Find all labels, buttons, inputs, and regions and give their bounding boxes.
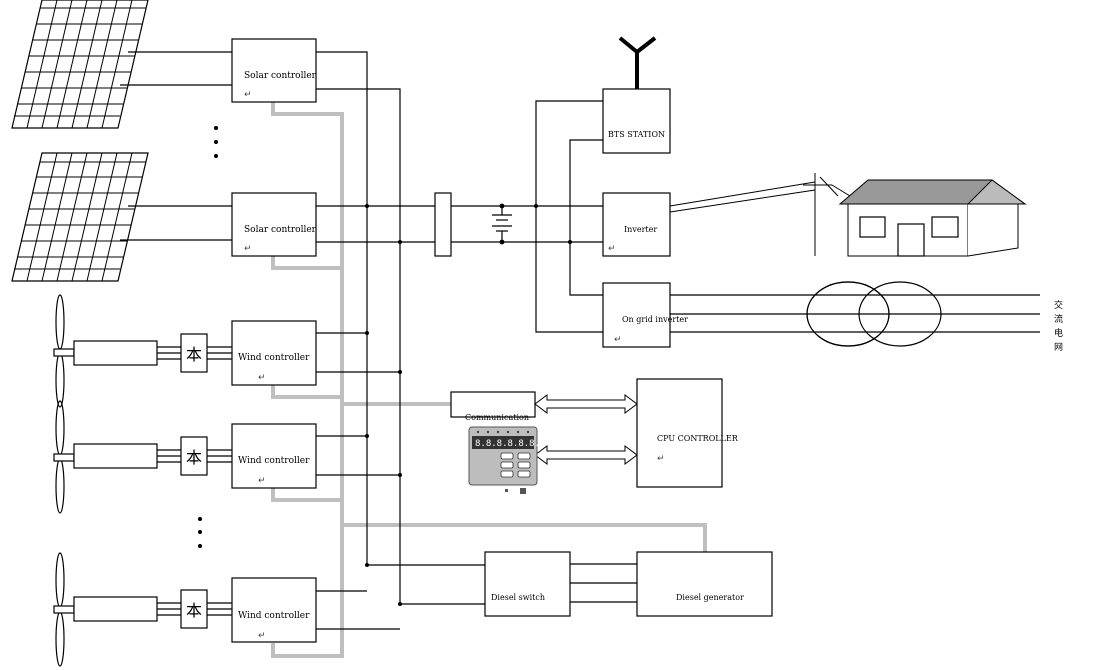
svg-text:↵: ↵ [258,476,266,486]
grid-label: 交 流 电 网 [1054,299,1063,353]
svg-text:Solar controller: Solar controller [244,71,317,81]
double-arrow-1 [534,394,638,414]
wind-turbine-1 [53,294,158,408]
wind-controller-2: Wind controller ↵ [231,423,317,489]
svg-text:↵: ↵ [258,631,266,641]
inverter: Inverter ↵ [602,192,671,257]
cpu-controller: CPU CONTROLLER ↵ [636,378,739,488]
svg-text:↵: ↵ [657,454,665,464]
svg-text:On grid inverter: On grid inverter [622,315,688,324]
svg-text:本: 本 [186,601,202,620]
house-icon [838,179,1027,257]
wind-turbine-3 [53,552,158,667]
controller-display-panel: 8.8.8.8.8.8. [468,426,540,494]
svg-text:本: 本 [186,345,202,364]
svg-text:电: 电 [1054,327,1063,339]
dc-bus-wiring [316,51,637,630]
solar-wires [120,51,232,241]
solar-controller-1: Solar controller ↵ [231,38,317,103]
ellipsis-dots-wind [198,517,202,548]
svg-text:CPU CONTROLLER: CPU CONTROLLER [657,434,739,443]
rectifier-1: 本 [180,333,208,373]
svg-text:流: 流 [1054,313,1063,325]
svg-text:↵: ↵ [258,373,266,383]
communication-module: Communication [450,391,536,422]
svg-text:↵: ↵ [244,90,252,100]
svg-text:BTS STATION: BTS STATION [608,130,665,139]
diesel-generator: Diesel generator [636,551,773,617]
solar-controller-2: Solar controller ↵ [231,192,317,257]
svg-text:Wind controller: Wind controller [238,456,310,466]
bts-station: BTS STATION [602,88,671,154]
on-grid-inverter: On grid inverter ↵ [602,282,688,348]
grid-transformer [670,281,1040,347]
solar-panel-2 [11,152,149,282]
fuse [434,192,452,257]
wind-controller-1: Wind controller ↵ [231,320,317,386]
bus-junctions [365,204,572,606]
solar-panel-1 [11,0,149,129]
rectifier-2: 本 [180,436,208,476]
wind-controller-3: Wind controller ↵ [231,577,317,643]
svg-text:交: 交 [1054,299,1063,311]
ellipsis-dots-solar [214,126,218,158]
antenna-icon [618,36,657,89]
svg-text:↵: ↵ [614,335,622,345]
svg-text:Diesel generator: Diesel generator [676,593,744,602]
svg-text:Communication: Communication [465,413,529,422]
svg-text:8.8.8.8.8.8.: 8.8.8.8.8.8. [475,439,540,449]
power-line-to-house [669,173,851,256]
diesel-switch: Diesel switch [484,551,571,617]
svg-text:Diesel switch: Diesel switch [491,593,545,602]
wind-wires [157,346,232,616]
double-arrow-2 [534,445,638,465]
svg-text:Wind controller: Wind controller [238,353,310,363]
svg-text:网: 网 [1054,342,1063,353]
svg-text:Solar controller: Solar controller [244,225,317,235]
svg-text:Inverter: Inverter [624,225,657,234]
svg-text:↵: ↵ [244,244,252,254]
svg-text:Wind controller: Wind controller [238,611,310,621]
rectifier-3: 本 [180,589,208,629]
svg-text:↵: ↵ [608,244,616,254]
communication-bus [271,100,707,658]
battery [492,203,512,245]
wind-turbine-2 [53,400,158,514]
svg-text:本: 本 [186,448,202,467]
